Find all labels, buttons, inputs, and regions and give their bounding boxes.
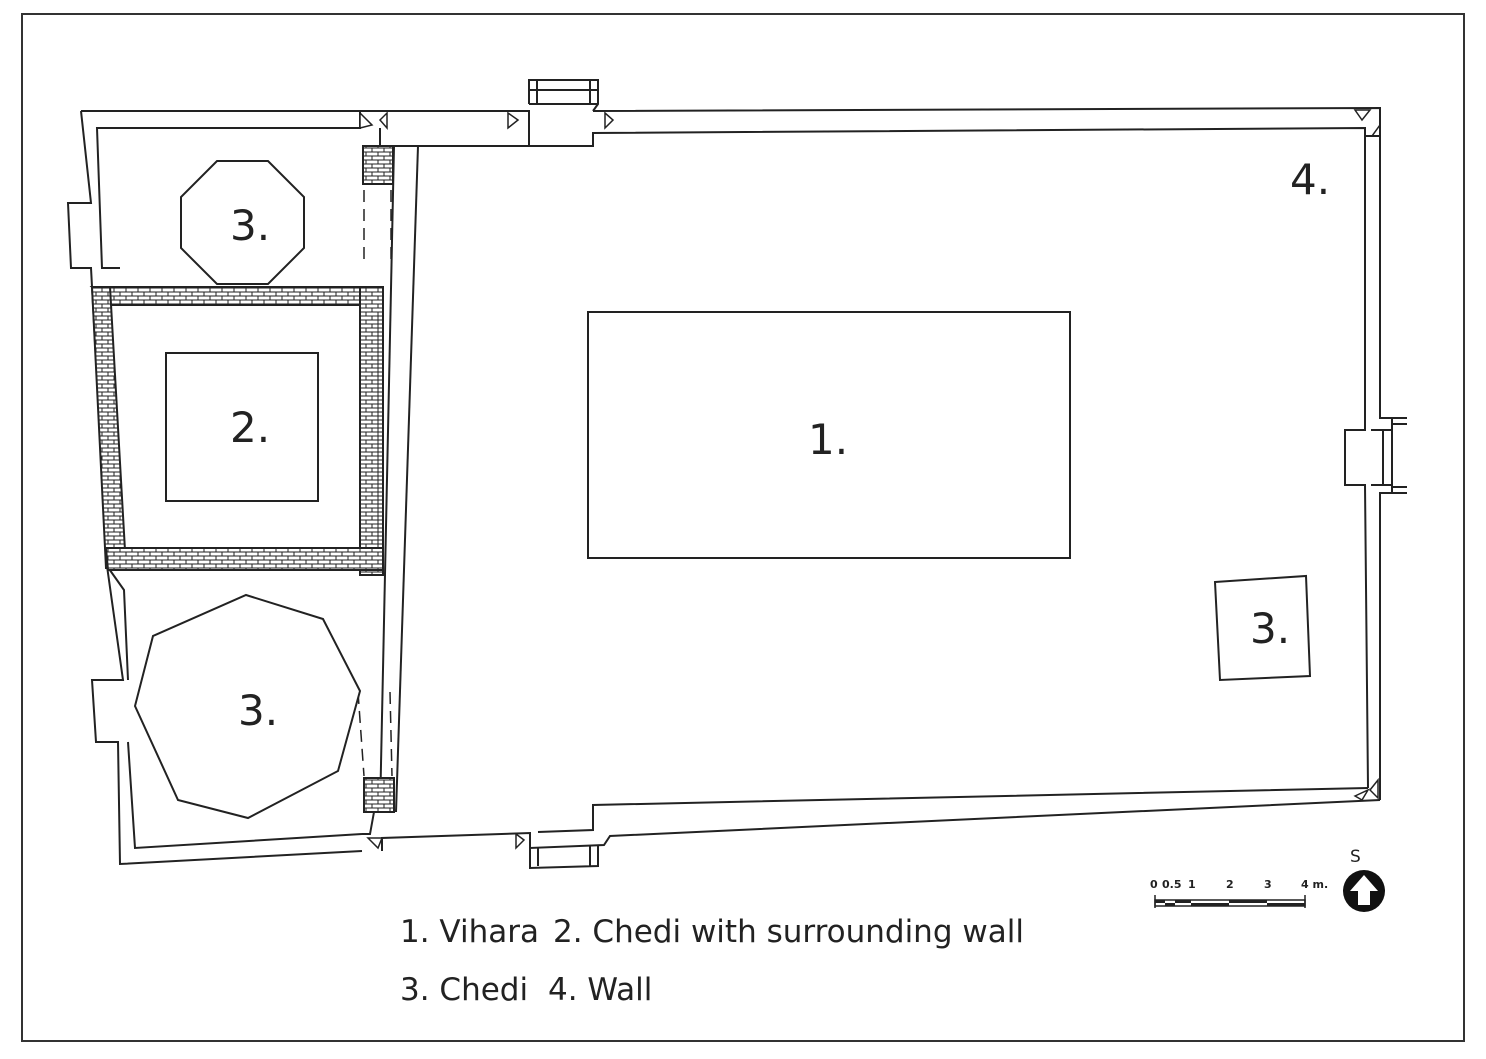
scale-tick-0: 0 bbox=[1150, 878, 1158, 891]
scale-tick-1: 1 bbox=[1188, 878, 1196, 891]
legend: 1. Vihara 2. Chedi with surrounding wall… bbox=[400, 914, 1024, 1008]
legend-chedi-wall: 2. Chedi with surrounding wall bbox=[553, 914, 1024, 950]
frame-border bbox=[21, 13, 1465, 1042]
label-vihara: 1. bbox=[808, 415, 848, 464]
chedi-square-2 bbox=[165, 352, 319, 502]
chedi-surrounding-wall bbox=[89, 286, 384, 576]
north-arrow-label: S bbox=[1350, 847, 1361, 867]
chedi-octagon-bottom bbox=[133, 593, 362, 820]
label-chedi-right: 3. bbox=[1250, 604, 1290, 653]
legend-chedi: 3. Chedi bbox=[400, 972, 528, 1008]
scale-tick-4m: 4 m. bbox=[1301, 878, 1328, 891]
dashed-openings bbox=[357, 190, 393, 777]
outer-wall bbox=[66, 79, 1407, 870]
brick-pier-bottom bbox=[363, 777, 395, 813]
wall-pilasters bbox=[359, 109, 1381, 850]
brick-pier-top bbox=[362, 145, 394, 185]
label-chedi-bottom: 3. bbox=[238, 686, 278, 735]
legend-vihara: 1. Vihara bbox=[400, 914, 539, 950]
label-chedi-top: 3. bbox=[230, 201, 270, 250]
scale-tick-2: 2 bbox=[1226, 878, 1234, 891]
chedi-octagon-top bbox=[180, 160, 305, 285]
vihara-building bbox=[587, 311, 1071, 559]
scale-tick-05: 0.5 bbox=[1162, 878, 1182, 891]
legend-wall: 4. Wall bbox=[548, 972, 652, 1008]
scale-tick-3: 3 bbox=[1264, 878, 1272, 891]
label-chedi-wall: 2. bbox=[230, 403, 270, 452]
north-arrow: S bbox=[1343, 847, 1385, 912]
scale-bar: 0 0.5 1 2 3 4 m. bbox=[1150, 878, 1328, 908]
label-wall: 4. bbox=[1290, 155, 1330, 204]
chedi-square-right bbox=[1213, 574, 1312, 682]
